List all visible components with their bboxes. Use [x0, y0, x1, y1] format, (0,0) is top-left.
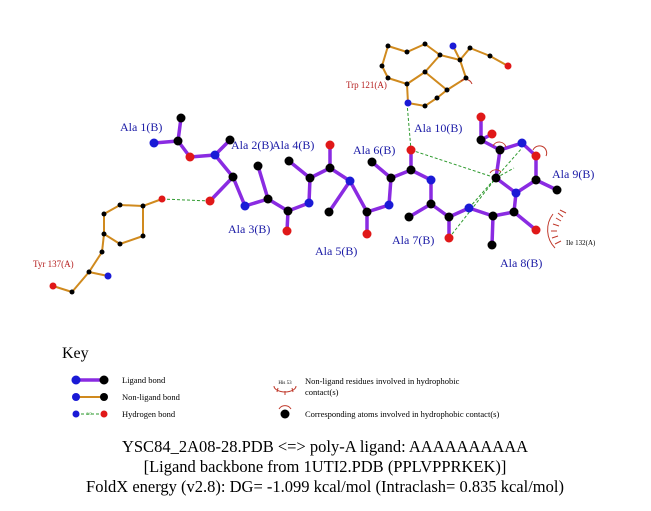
hbond-tyr137-ala2	[161, 198, 211, 202]
hbond-trp121-ala6	[406, 102, 412, 151]
key-hydrophobic-residues: Non-ligand residues involved in hydropho…	[305, 376, 460, 386]
key-hydrophobic-atoms: Corresponding atoms involved in hydropho…	[305, 409, 499, 419]
label-ala5: Ala 5(B)	[315, 244, 357, 258]
label-ala3: Ala 3(B)	[228, 222, 270, 236]
key: Key Ligand bond Non-ligand bond 3.0 Hydr…	[62, 345, 499, 419]
caption: YSC84_2A08-28.PDB <=> poly-A ligand: AAA…	[86, 437, 564, 496]
atoms	[49, 41, 562, 295]
label-ala6: Ala 6(B)	[353, 143, 395, 157]
label-trp121: Trp 121(A)	[346, 80, 387, 90]
hbond-ala10-ala9	[495, 167, 515, 179]
key-hydrophobic-residues-2: contact(s)	[305, 387, 339, 397]
key-ligand-bond: Ligand bond	[122, 375, 166, 385]
hydrophobic-contacts	[460, 78, 567, 249]
key-nonligand-bond: Non-ligand bond	[122, 392, 181, 402]
caption-line2: [Ligand backbone from 1UTI2.PDB (PPLVPPR…	[144, 457, 507, 476]
label-ala8: Ala 8(B)	[500, 256, 542, 270]
residue-labels: Ala 1(B) Ala 2(B) Ala 4(B) Ala 3(B) Ala …	[33, 80, 596, 270]
key-title: Key	[62, 345, 89, 362]
label-ile132: Ile 132(A)	[566, 239, 596, 247]
label-ala2: Ala 2(B)	[231, 138, 273, 152]
ala10-atom-contact	[489, 169, 502, 174]
label-ala4: Ala 4(B)	[272, 138, 314, 152]
label-ala10: Ala 10(B)	[414, 121, 462, 135]
label-ala9: Ala 9(B)	[552, 167, 594, 181]
label-ala7: Ala 7(B)	[392, 233, 434, 247]
label-ala1: Ala 1(B)	[120, 120, 162, 134]
hbond-ala6-ala10	[410, 149, 497, 179]
ile132-arc	[547, 213, 556, 249]
key-hydrogen-bond: Hydrogen bond	[122, 409, 176, 419]
hbond-ala7-ala10	[448, 177, 497, 239]
key-hbond-distance: 3.0	[87, 411, 92, 416]
trp121-ring	[380, 42, 468, 108]
tyr137-ring	[103, 198, 163, 246]
nonligand-bonds	[52, 42, 509, 293]
caption-line3: FoldX energy (v2.8): DG= -1.099 kcal/mol…	[86, 477, 564, 496]
hydrogen-bonds	[161, 102, 523, 239]
key-hydrophobic-sample: His 53	[278, 381, 292, 386]
caption-line1: YSC84_2A08-28.PDB <=> poly-A ligand: AAA…	[122, 437, 528, 456]
label-tyr137: Tyr 137(A)	[33, 259, 74, 269]
